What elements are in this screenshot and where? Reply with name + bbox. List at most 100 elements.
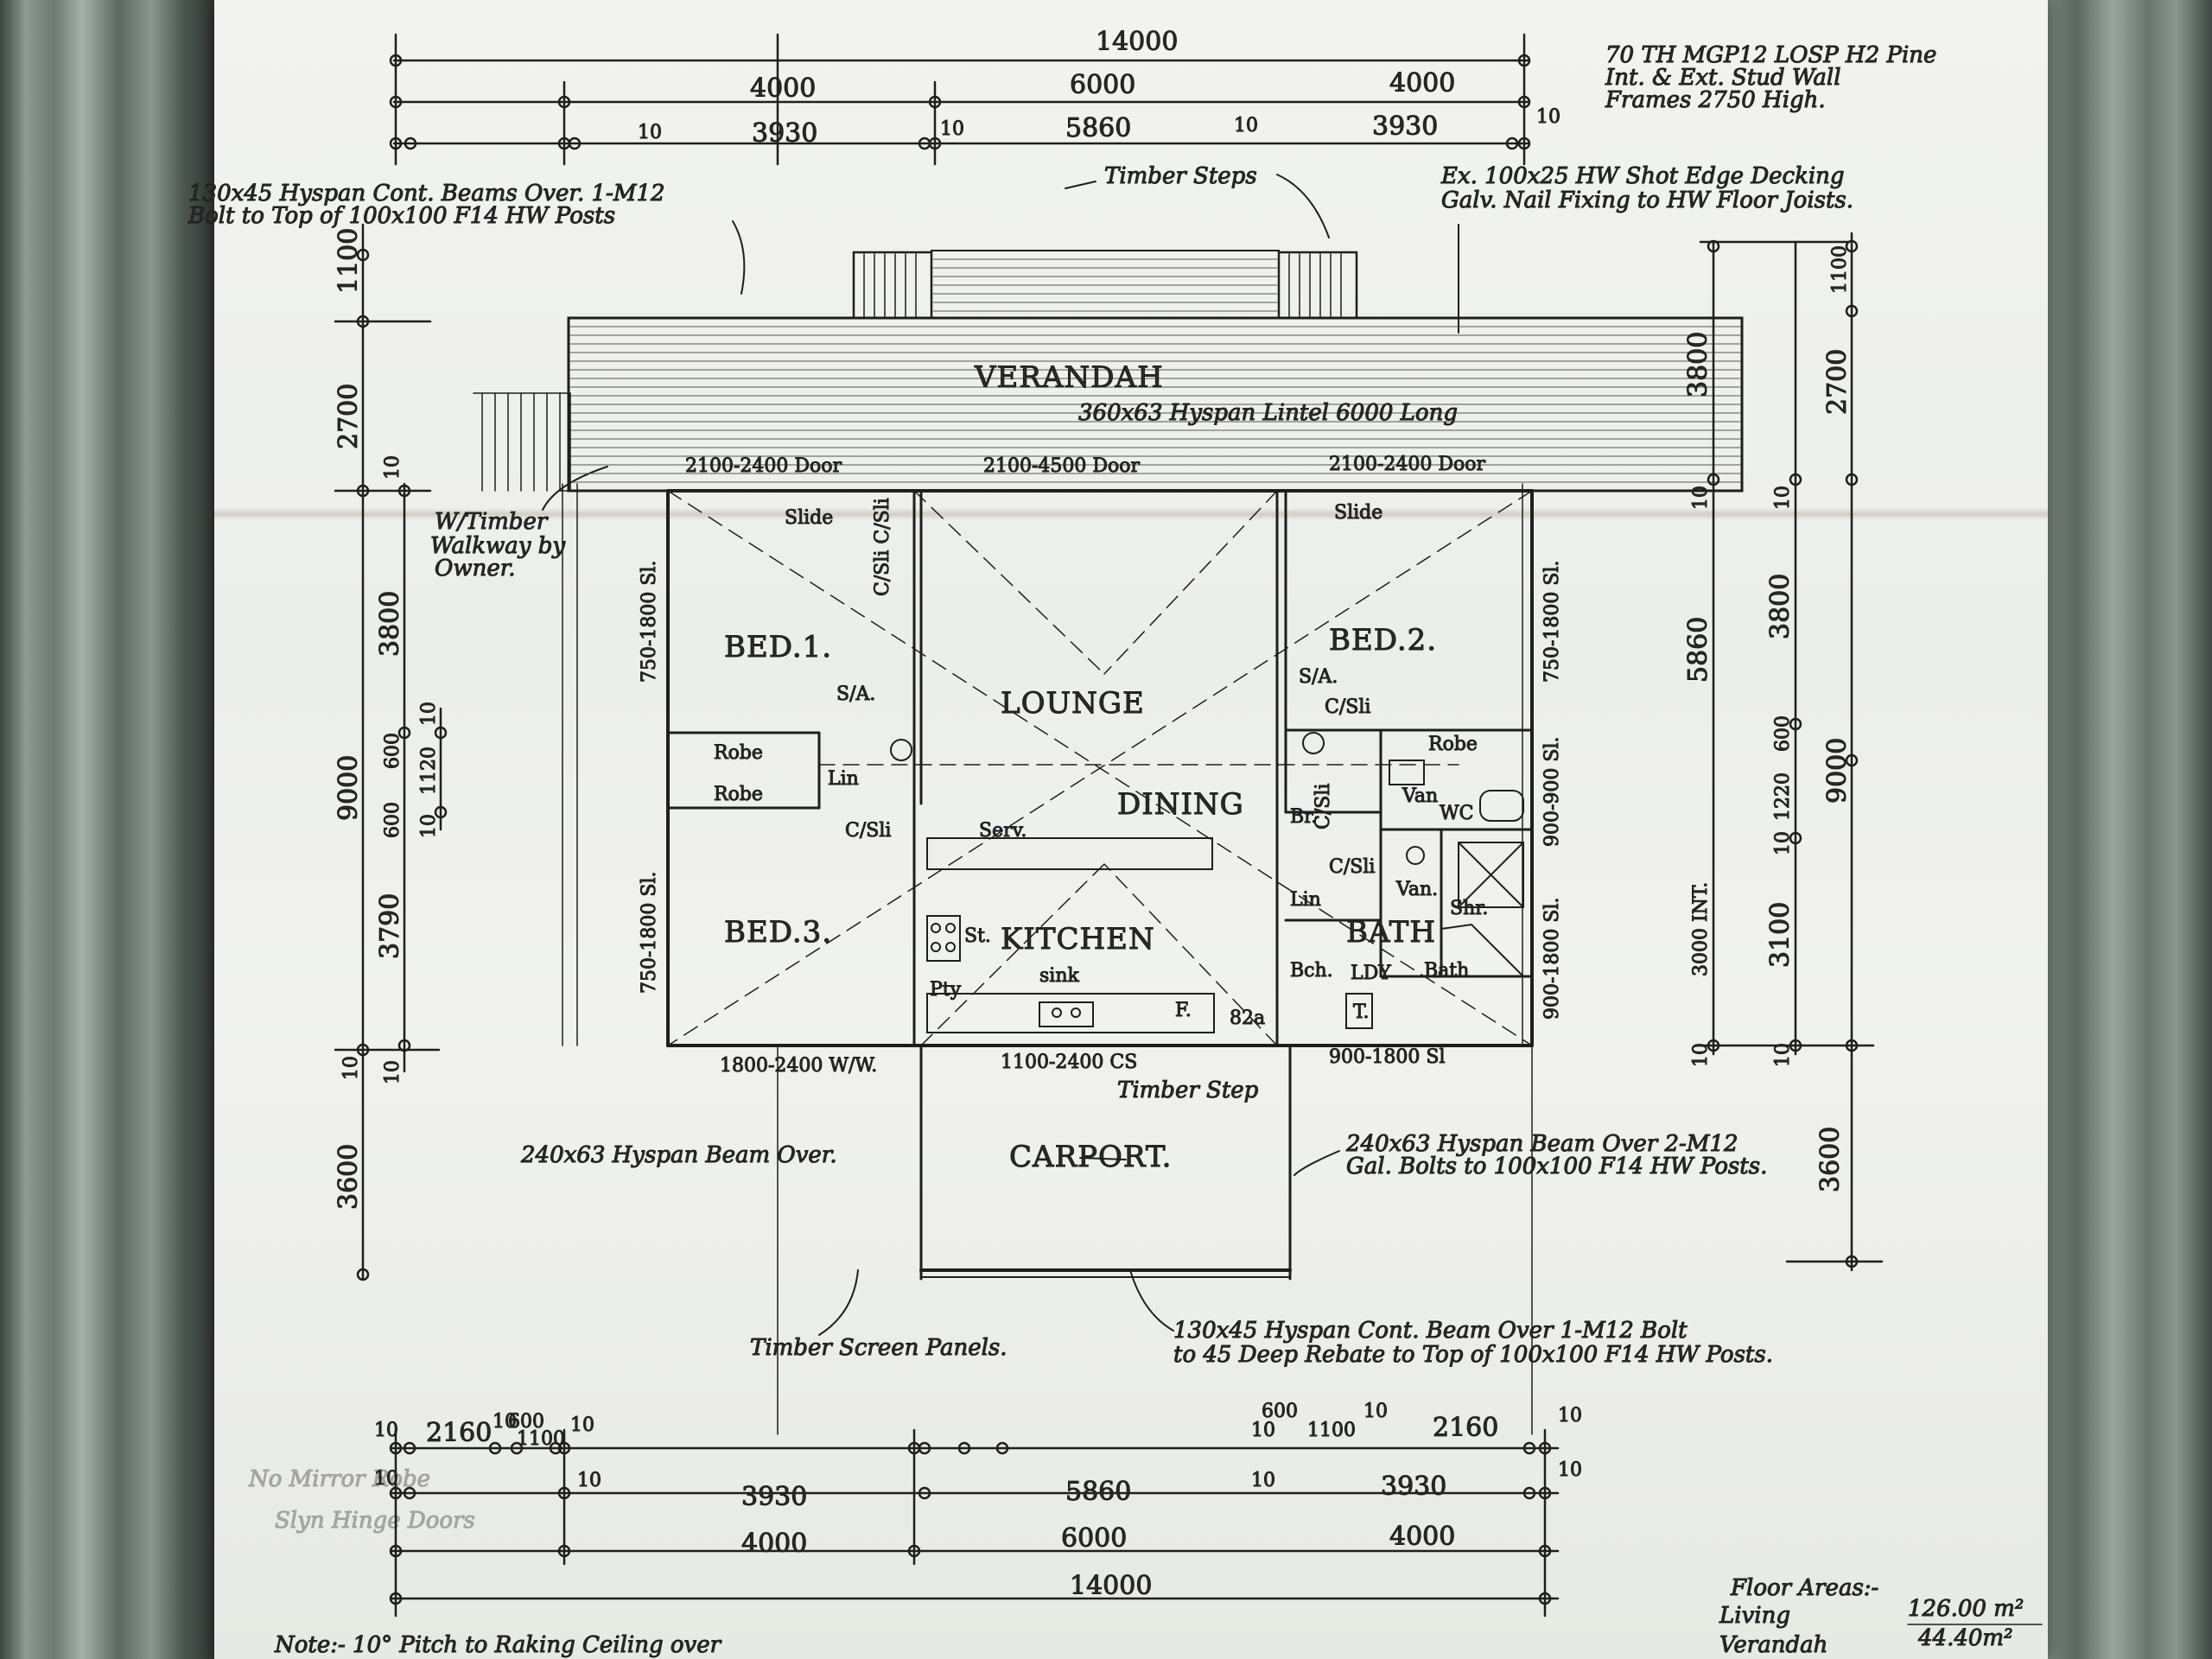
floor-areas-living-value: 126.00 m² <box>1908 1596 2024 1622</box>
room-label-lounge: LOUNGE <box>1001 686 1145 721</box>
house-walls <box>562 483 1534 1047</box>
top-dim-overall: 14000 <box>1096 27 1178 57</box>
bottom-note-arrows <box>818 1150 1340 1336</box>
left-dim-7: 10 <box>418 702 440 726</box>
bottom-left-part-4: 1100 <box>517 1428 565 1450</box>
decking-note-line-2: Galv. Nail Fixing to HW Floor Joists. <box>1441 188 1853 213</box>
opening-door-1: 2100-2400 Door <box>685 455 842 477</box>
top-dim-gap-1: 10 <box>638 122 662 143</box>
bottom-seg-2: 6000 <box>1061 1523 1127 1554</box>
left-dim-9: 10 <box>418 814 440 838</box>
opening-win-right-3: 900-900 Sl. <box>1541 736 1563 847</box>
kitchen-fixtures <box>890 732 1524 1033</box>
opening-win-right-2: 900-1800 Sl. <box>1541 897 1563 1020</box>
label-sa-right: S/A. <box>1299 666 1338 688</box>
faint-note: No Mirror Robe Slyn Hinge Doors <box>248 1466 476 1535</box>
room-label-br: Br. <box>1290 806 1317 828</box>
label-csli-2: C/Sli <box>845 820 891 842</box>
right-dim-3: 10 <box>1690 486 1712 510</box>
decking-note: Ex. 100x25 HW Shot Edge Decking Galv. Na… <box>1440 163 1854 214</box>
label-csli-4: C/Sli <box>1313 784 1334 830</box>
opening-door-2: 2100-4500 Door <box>983 455 1141 477</box>
top-dim-inner-2: 5860 <box>1065 113 1131 143</box>
label-slide-1: Slide <box>785 507 833 529</box>
floor-plan-drawing: 14000 4000 6000 4000 3930 5860 3930 10 1… <box>188 27 2043 1659</box>
room-label-carport: CARPORT. <box>1009 1140 1172 1174</box>
room-label-bch: Bch. <box>1290 960 1333 982</box>
room-label-bed1: BED.1. <box>724 630 832 664</box>
room-label-van2: Van. <box>1395 879 1438 900</box>
right-dim-14: 10 <box>1772 1043 1794 1067</box>
room-label-bath: BATH <box>1346 915 1436 950</box>
timber-steps-note: Timber Steps <box>1104 163 1257 189</box>
left-dim-10: 3790 <box>375 893 405 959</box>
right-dimension-lines <box>1699 232 1884 1272</box>
bottom-right-part-3: 10 <box>1363 1401 1388 1422</box>
left-dim-0: 1100 <box>334 228 364 294</box>
left-dim-2: 10 <box>382 455 404 480</box>
left-dim-4: 9000 <box>334 755 364 821</box>
right-dim-9: 9000 <box>1822 738 1853 804</box>
floor-areas-living-label: Living <box>1719 1603 1790 1629</box>
bottom-inner-1: 3930 <box>741 1482 807 1512</box>
raking-ceiling-lines <box>667 490 1533 1046</box>
right-dim-4: 10 <box>1772 486 1794 510</box>
bottom-right-part-0: 10 <box>1251 1420 1275 1441</box>
right-dim-7: 600 <box>1772 715 1794 752</box>
room-label-bed3: BED.3. <box>724 915 832 950</box>
bottom-gap-1: 10 <box>577 1470 601 1491</box>
opening-win-bottom-3: 900-1800 Sl <box>1329 1046 1446 1068</box>
faint-note-line-1: No Mirror Robe <box>248 1466 430 1492</box>
bottom-left-part-5: 10 <box>570 1414 594 1436</box>
left-dim-8: 1120 <box>418 747 440 795</box>
opening-win-left-2: 750-1800 Sl. <box>639 871 660 994</box>
opening-door-3: 2100-2400 Door <box>1329 454 1486 475</box>
opening-win-right-1: 750-1800 Sl. <box>1541 560 1563 683</box>
beam-right-note-line-2: Gal. Bolts to 100x100 F14 HW Posts. <box>1346 1154 1767 1179</box>
room-label-van: Van <box>1402 785 1438 807</box>
carport <box>777 1044 1533 1435</box>
room-label-pty: Pty <box>930 979 962 1001</box>
right-dim-8: 1220 <box>1772 772 1794 821</box>
room-label-bed2: BED.2. <box>1329 623 1437 658</box>
room-label-robe-a: Robe <box>714 742 763 764</box>
top-dim-gap-4: 10 <box>1536 106 1560 128</box>
walkway-note-line-1: W/Timber <box>435 509 549 535</box>
floor-plan-sheet: 14000 4000 6000 4000 3930 5860 3930 10 1… <box>188 0 2048 1659</box>
floor-areas-verandah-value: 44.40m² <box>1917 1625 2013 1651</box>
right-dim-11: 3000 INT. <box>1690 882 1712 976</box>
beam-bottom-note-line-1: 130x45 Hyspan Cont. Beam Over 1-M12 Bolt <box>1173 1318 1688 1344</box>
label-csli-3: C/Sli <box>1325 696 1370 718</box>
pitch-note: Note:- 10° Pitch to Raking Ceiling over <box>274 1632 722 1658</box>
right-dim-1: 3800 <box>1683 332 1713 397</box>
paper-fold-crease <box>214 508 2048 520</box>
right-dim-0: 1100 <box>1829 245 1851 294</box>
top-dim-gap-2: 10 <box>940 118 964 140</box>
label-slide-2: Slide <box>1334 502 1382 524</box>
beam-left-note: 240x63 Hyspan Beam Over. <box>520 1142 837 1168</box>
bottom-dim-overall: 14000 <box>1070 1571 1152 1601</box>
bottom-left-part-0: 10 <box>374 1420 398 1441</box>
frames-note-line-2: Int. & Ext. Stud Wall <box>1605 65 1841 91</box>
bottom-right-part-5: 10 <box>1558 1405 1582 1427</box>
bottom-inner-3: 3930 <box>1381 1471 1446 1502</box>
left-dim-11: 10 <box>382 1060 404 1084</box>
room-label-fridge: F. <box>1175 1000 1192 1021</box>
top-dim-seg-3: 4000 <box>1389 68 1455 99</box>
decking-note-line-1: Ex. 100x25 HW Shot Edge Decking <box>1440 163 1845 189</box>
bottom-left-part-2: 10 <box>493 1411 517 1433</box>
frames-note-line-3: Frames 2750 High. <box>1605 87 1826 113</box>
right-dim-12: 3100 <box>1765 902 1796 968</box>
floor-areas-table: Floor Areas:- Living 126.00 m² Verandah … <box>1719 1575 2043 1659</box>
frames-note: 70 TH MGP12 LOSP H2 Pine Int. & Ext. Stu… <box>1605 42 1937 114</box>
bottom-inner-2: 5860 <box>1065 1477 1131 1507</box>
room-label-lin-a: Lin <box>828 768 859 790</box>
label-tub: T. <box>1353 1001 1369 1023</box>
bottom-right-part-4: 2160 <box>1433 1413 1498 1443</box>
faint-note-line-2: Slyn Hinge Doors <box>275 1508 475 1534</box>
beams-top-note: 130x45 Hyspan Cont. Beams Over. 1-M12 Bo… <box>188 181 666 230</box>
top-dim-seg-1: 4000 <box>750 73 816 104</box>
room-label-verandah: VERANDAH <box>974 360 1164 395</box>
bottom-gap-3: 10 <box>1558 1459 1582 1481</box>
room-label-serv: Serv. <box>979 820 1027 842</box>
